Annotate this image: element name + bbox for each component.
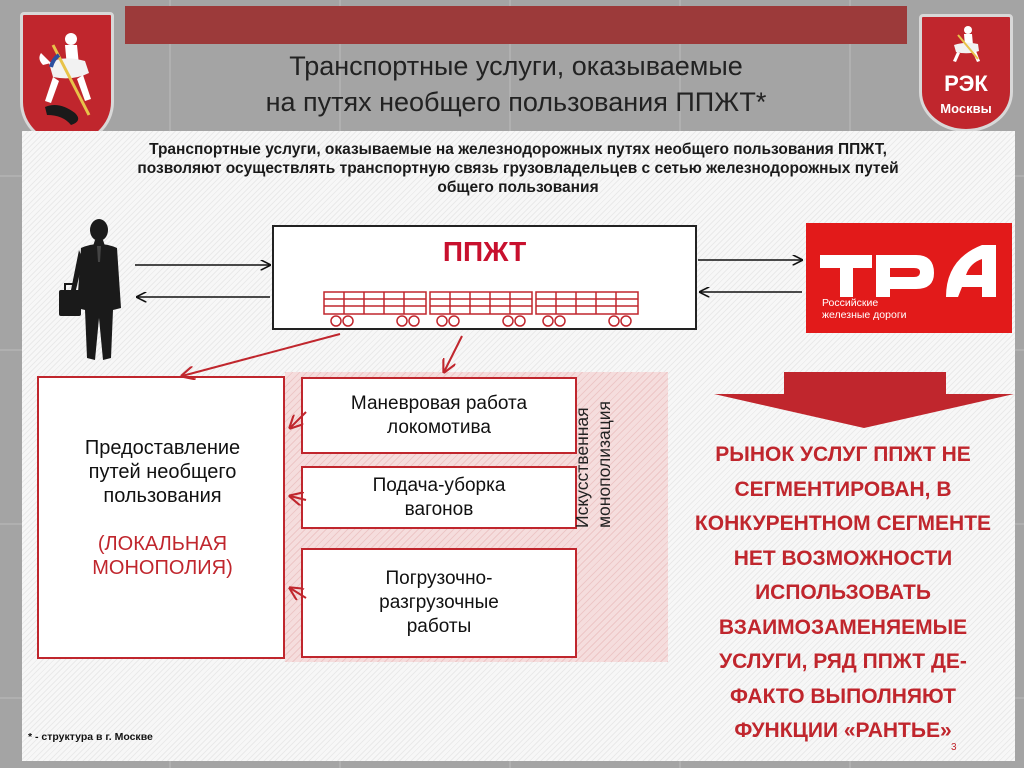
service-loading-line-1: Погрузочно- [385,568,493,589]
service-box-wagon-supply: Подача-уборка вагонов [301,466,577,529]
market-line: ФАКТО ВЫПОЛНЯЮТ [730,684,956,708]
rzd-caption-line-1: Российские [822,297,879,309]
title-line-1: Транспортные услуги, оказываемые [289,51,743,81]
track-provision-text: Предоставление путей необщего пользовани… [55,436,270,580]
rzd-logo-caption: Российские железные дороги [822,297,907,321]
page-title: Транспортные услуги, оказываемые на путя… [125,48,907,120]
service-wagon-supply-line-2: вагонов [404,498,474,520]
local-monopoly-line-2: МОНОПОЛИЯ) [92,557,233,579]
local-monopoly-line-1: (ЛОКАЛЬНАЯ [97,533,228,555]
freight-wagons-icon [323,291,639,327]
track-provision-line-3: пользования [103,485,222,507]
rek-logo-title: РЭК [944,71,988,96]
service-loading-line-2: разгрузочные [379,592,499,613]
market-line: ИСПОЛЬЗОВАТЬ [755,581,931,604]
service-shunting-line-2: локомотива [387,416,491,438]
title-line-2: на путях необщего пользования ППЖТ* [265,87,767,117]
subtitle-line-2: позволяют осуществлять транспортную связ… [137,160,899,177]
red-arrows [182,333,463,598]
market-line: ВЗАИМОЗАМЕНЯЕМЫЕ [718,615,968,639]
service-box-loading: Погрузочно- разгрузочные работы [301,548,577,658]
footnote: * - структура в г. Москве [28,731,153,743]
market-conclusion-text: РЫНОК УСЛУГ ППЖТ НЕ СЕГМЕНТИРОВАН, В КОН… [663,438,1023,749]
service-loading-line-3: работы [406,616,472,637]
ppzht-box [272,225,697,330]
market-line: ФУНКЦИИ «РАНТЬЕ» [734,719,952,742]
rek-logo-subtitle: Москвы [940,101,992,116]
market-line: СЕГМЕНТИРОВАН, В [734,477,952,501]
track-provision-box [37,376,285,659]
businessman-silhouette-icon [59,219,121,360]
service-box-shunting: Маневровая работа локомотива [301,377,577,454]
title-bar [125,6,907,44]
market-line: НЕТ ВОЗМОЖНОСТИ [733,546,953,570]
black-arrows [135,260,802,297]
rek-crest-icon [953,26,980,62]
service-shunting-line-1: Маневровая работа [350,392,528,414]
local-monopoly-label: (ЛОКАЛЬНАЯ МОНОПОЛИЯ) [55,532,270,580]
market-line: КОНКУРЕНТНОМ СЕГМЕНТЕ [694,512,992,535]
track-provision-line-2: путей необщего [88,461,237,483]
market-line: УСЛУГИ, РЯД ППЖТ ДЕ- [719,650,967,673]
ppzht-label: ППЖТ [442,236,527,267]
rzd-caption-line-2: железные дороги [822,309,907,321]
service-wagon-supply-line-1: Подача-уборка [372,474,506,496]
conclusion-arrow-icon [714,372,1014,428]
page-number: 3 [951,742,957,753]
track-provision-line-1: Предоставление [84,437,241,459]
rzd-logo-icon [806,223,1012,333]
slide-subtitle: Транспортные услуги, оказываемые на желе… [30,140,1006,197]
subtitle-line-1: Транспортные услуги, оказываемые на желе… [149,141,887,158]
rek-moscow-logo: РЭК Москвы [919,14,1013,132]
market-line: РЫНОК УСЛУГ ППЖТ НЕ [715,443,971,466]
subtitle-line-3: общего пользования [437,179,599,196]
